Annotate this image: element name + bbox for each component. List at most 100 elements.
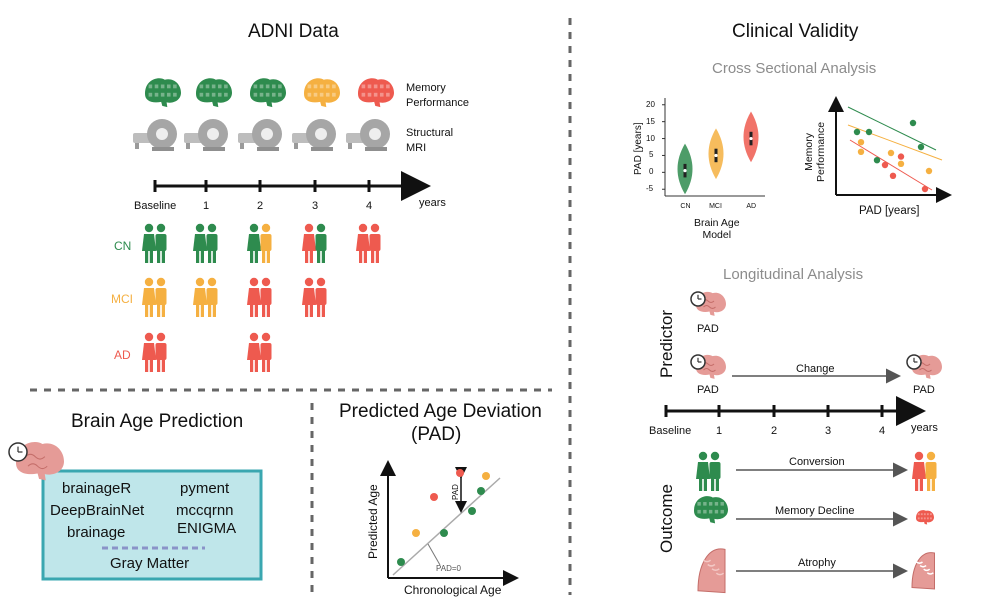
memory-scatter (828, 96, 952, 203)
person (142, 277, 156, 317)
pad-plot (380, 460, 519, 586)
gray-matter-label: Gray Matter (110, 555, 190, 572)
cohort-people (142, 223, 381, 372)
violin-y-tick: 0 (649, 167, 654, 177)
person-pair (142, 277, 167, 317)
person-pair-converted (912, 451, 937, 491)
person (369, 223, 381, 263)
scatter-point (853, 128, 861, 136)
violin-y-label: PAD [years] (633, 122, 644, 175)
outcome-label: Outcome (657, 484, 676, 553)
person (302, 223, 316, 263)
brain-section-icon (697, 548, 726, 594)
violin-x-label: Brain Age Model (694, 217, 740, 241)
person (247, 277, 261, 317)
pad-title-line1: Predicted Age Deviation (339, 401, 542, 422)
person (925, 451, 937, 491)
scatter-point (873, 157, 881, 164)
scatter-point (897, 160, 905, 167)
violin-y-tick: 20 (646, 99, 655, 109)
scatter-point (857, 148, 865, 155)
person (696, 451, 710, 491)
scatter-x-label: PAD [years] (859, 205, 920, 217)
group-label-cn: CN (114, 239, 132, 253)
predictor-label: Predictor (657, 309, 676, 378)
tool-pyment: pyment (180, 480, 230, 497)
long-timeline-1: 1 (716, 425, 723, 437)
long-timeline-baseline: Baseline (649, 425, 692, 437)
scatter-point (889, 172, 897, 179)
person (247, 223, 261, 263)
scatter-point (925, 167, 933, 175)
predictor-pad-label-2: PAD (697, 384, 719, 396)
cross-sectional-title: Cross Sectional Analysis (712, 60, 877, 77)
structural-mri-label: Structural MRI (406, 127, 454, 154)
clinical-title: Clinical Validity (732, 21, 859, 42)
person (193, 223, 207, 263)
person (315, 223, 327, 263)
pad-arrow-label: PAD (451, 484, 460, 500)
memory-performance-label: Memory Performance (406, 82, 469, 109)
scatter-point (921, 185, 929, 193)
person (155, 277, 167, 317)
violin-plot (662, 98, 765, 197)
tool-deepbrainnet: DeepBrainNet (50, 502, 145, 519)
memory-brains (145, 78, 394, 108)
brain-icon (16, 442, 64, 481)
mri-scanner-icon (133, 119, 177, 151)
predictor-pad-label-1: PAD (697, 323, 719, 335)
mri-scanner-icon (292, 119, 336, 151)
scatter-point (857, 139, 865, 146)
scatter-point (865, 128, 873, 136)
mri-scanner-icon (346, 119, 390, 151)
outcome-conversion: Conversion (789, 456, 845, 468)
tool-mccqrnn: mccqrnn (176, 502, 234, 519)
timeline-tick-3: 3 (312, 200, 319, 212)
person-pair (193, 277, 218, 317)
adni-title: ADNI Data (248, 21, 339, 42)
scatter-point (881, 161, 889, 169)
pad-x-label: Chronological Age (404, 583, 502, 597)
memory-brain-icon (358, 78, 394, 108)
memory-brain-small-icon (916, 510, 934, 525)
violin-x-tick: AD (746, 203, 757, 210)
clock-icon (8, 442, 28, 462)
outcome-memory-decline: Memory Decline (775, 505, 855, 517)
tool-brainage: brainage (67, 524, 126, 541)
long-timeline-3: 3 (825, 425, 832, 437)
tool-brainager: brainageR (62, 480, 132, 497)
person-pair (302, 223, 327, 263)
clock-icon (690, 354, 706, 370)
violin-y-tick: 5 (649, 150, 654, 160)
person (206, 277, 218, 317)
pad-title-line2: (PAD) (411, 424, 462, 445)
timeline-baseline: Baseline (134, 200, 177, 212)
violin-median (749, 136, 753, 141)
person-pair (247, 277, 272, 317)
violin-median (683, 169, 687, 173)
violin-median (714, 153, 718, 158)
person-pair (302, 277, 327, 317)
clock-icon (690, 291, 706, 307)
person-pair (247, 223, 272, 263)
scatter-point (909, 119, 917, 127)
person (356, 223, 370, 263)
violin-y-tick: 15 (646, 116, 655, 126)
memory-brain-icon (304, 78, 340, 108)
longitudinal-title: Longitudinal Analysis (723, 266, 864, 283)
tools-panel (41, 469, 263, 581)
clock-icon (906, 354, 922, 370)
memory-brain-icon (250, 78, 286, 108)
mri-scanner-icon (184, 119, 228, 151)
person (302, 277, 316, 317)
change-label: Change (796, 363, 835, 375)
person (709, 451, 721, 491)
group-label-ad: AD (114, 348, 131, 362)
person (260, 332, 272, 372)
memory-brain-icon (145, 78, 181, 108)
scatter-point (897, 153, 905, 160)
person (315, 277, 327, 317)
longitudinal-graphics (664, 291, 942, 594)
